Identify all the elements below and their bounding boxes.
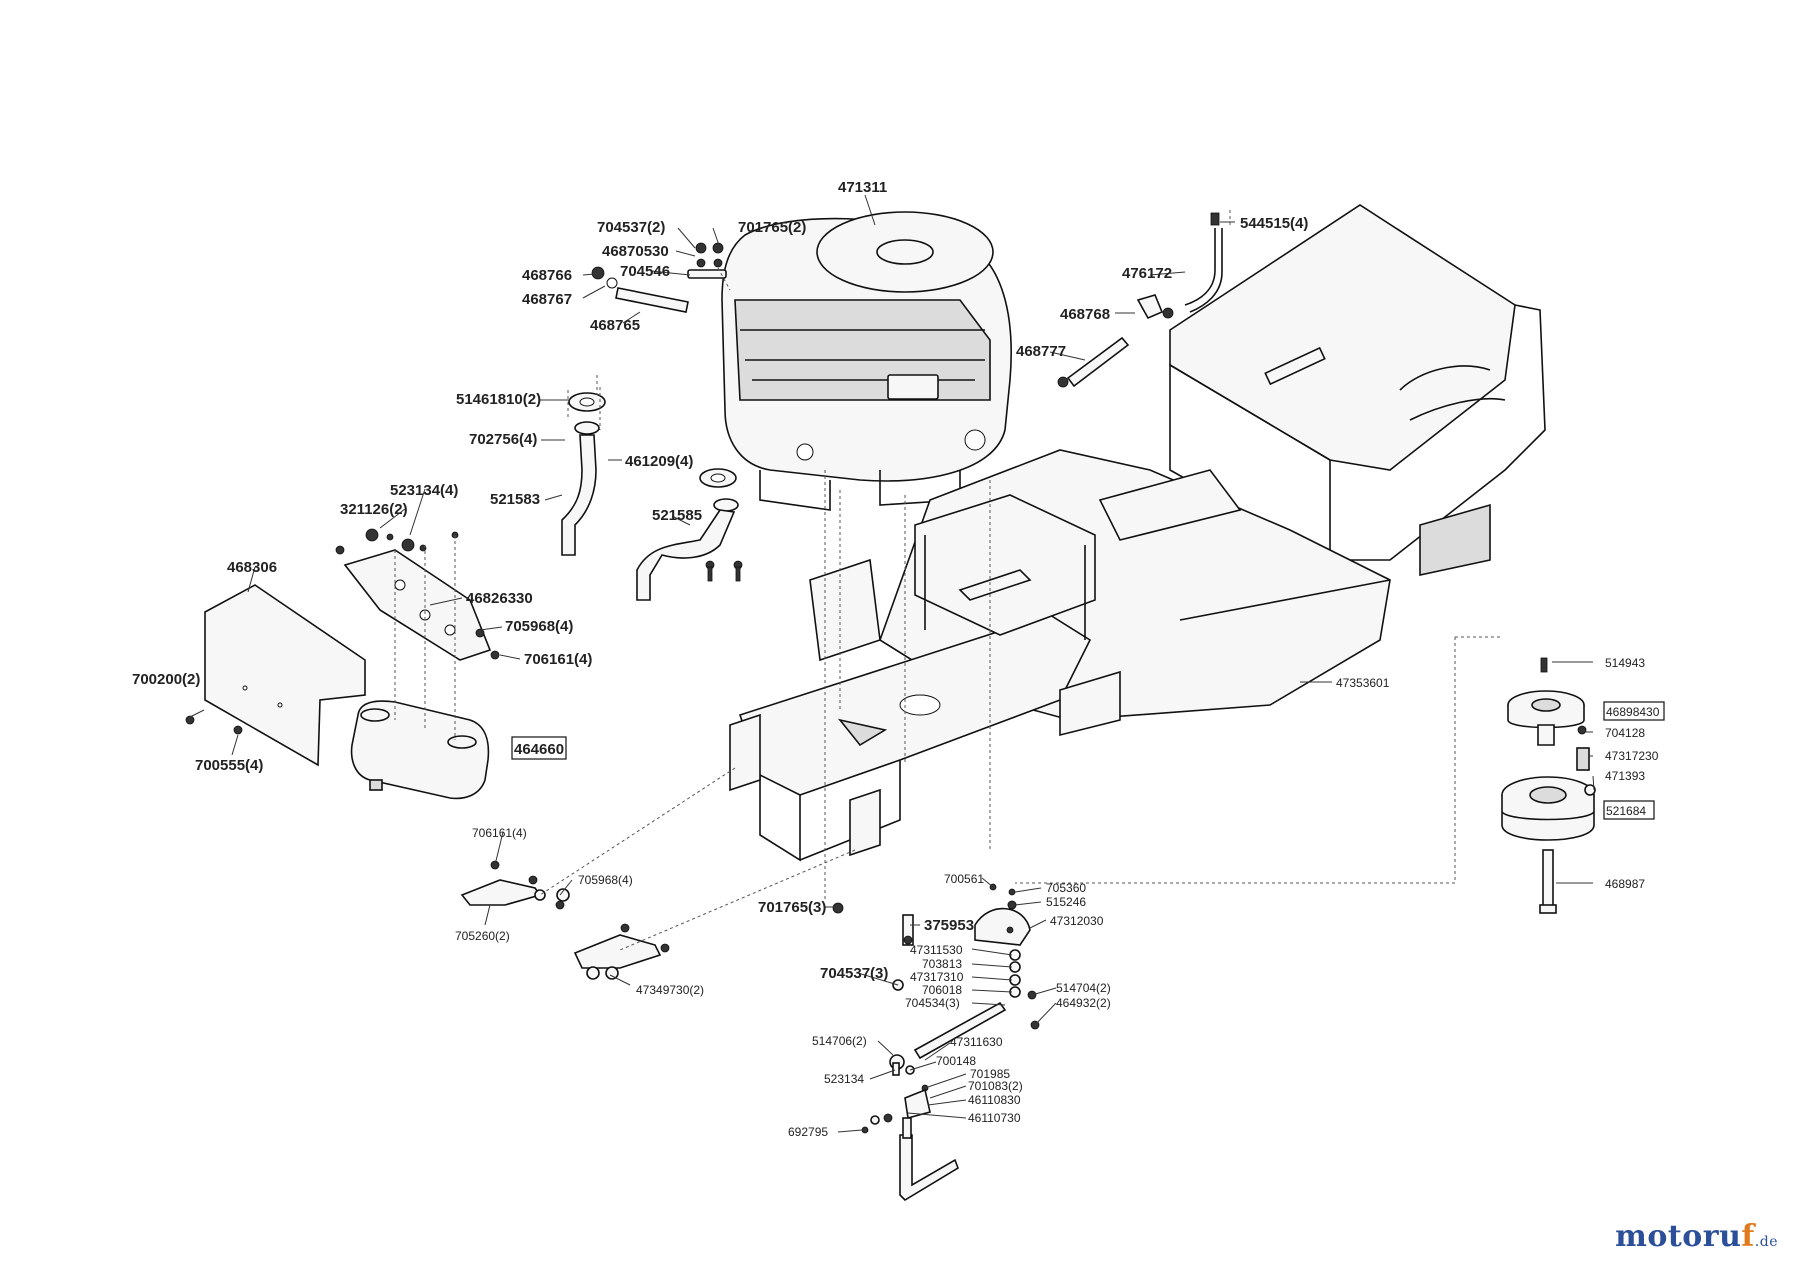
label-515246: 515246 xyxy=(1046,895,1086,909)
label-701985: 701985 xyxy=(970,1067,1010,1081)
label-523134: 523134 xyxy=(824,1072,864,1086)
heat-shield xyxy=(185,584,366,767)
label-47317310: 47317310 xyxy=(910,970,964,984)
label-468777: 468777 xyxy=(1016,343,1066,360)
clutch-icon xyxy=(1501,776,1596,914)
exhaust-pipes xyxy=(561,392,743,601)
fuel-line xyxy=(1057,212,1223,388)
label-700561: 700561 xyxy=(944,872,984,886)
label-544515-4: 544515(4) xyxy=(1240,215,1308,232)
label-468767: 468767 xyxy=(522,291,572,308)
pulley-icon xyxy=(1507,657,1590,771)
label-521585: 521585 xyxy=(652,507,702,524)
brand-suffix: .de xyxy=(1754,1234,1778,1250)
label-703813: 703813 xyxy=(922,957,962,971)
label-706161-4a: 706161(4) xyxy=(524,651,592,668)
label-704534-3: 704534(3) xyxy=(905,996,960,1010)
label-702756-4: 702756(4) xyxy=(469,431,537,448)
label-464660-box xyxy=(511,736,567,760)
label-464932-2: 464932(2) xyxy=(1056,996,1111,1010)
label-692795: 692795 xyxy=(788,1125,828,1139)
label-375953: 375953 xyxy=(924,917,974,934)
label-705968-4b: 705968(4) xyxy=(578,873,633,887)
engine-fasteners xyxy=(591,242,727,313)
label-706161-4b: 706161(4) xyxy=(472,826,527,840)
engine-icon xyxy=(721,211,1012,511)
muffler-bracket xyxy=(335,528,500,661)
label-47311630: 47311630 xyxy=(950,1035,1003,1049)
label-321126-2: 321126(2) xyxy=(340,501,408,518)
label-47311530: 47311530 xyxy=(910,943,963,957)
label-468765: 468765 xyxy=(590,317,640,334)
brand-logo[interactable]: motoruf.de xyxy=(1615,1219,1778,1254)
frame-icon xyxy=(729,204,1546,862)
brand-name-accent: f xyxy=(1741,1219,1755,1254)
label-704537-3: 704537(3) xyxy=(820,965,888,982)
label-514706-2: 514706(2) xyxy=(812,1034,867,1048)
label-706018: 706018 xyxy=(922,983,962,997)
label-47353601: 47353601 xyxy=(1336,676,1390,690)
label-46898430-box xyxy=(1603,701,1665,721)
dashed-leaders xyxy=(394,210,1500,951)
label-46826330: 46826330 xyxy=(466,590,533,607)
label-46110730: 46110730 xyxy=(968,1111,1021,1125)
label-476172: 476172 xyxy=(1122,265,1172,282)
label-523134-4: 523134(4) xyxy=(390,482,458,499)
label-51461810-2: 51461810(2) xyxy=(456,391,541,408)
label-46898430: 46898430 xyxy=(1606,705,1660,719)
label-468768: 468768 xyxy=(1060,306,1110,323)
label-700555-4: 700555(4) xyxy=(195,757,263,774)
label-46870530: 46870530 xyxy=(602,243,669,260)
leader-lines xyxy=(187,194,1595,1133)
label-468306: 468306 xyxy=(227,559,277,576)
label-471311: 471311 xyxy=(838,179,887,196)
label-46110830: 46110830 xyxy=(968,1093,1021,1107)
label-47349730-2: 47349730(2) xyxy=(636,983,704,997)
label-700148: 700148 xyxy=(936,1054,976,1068)
label-704546: 704546 xyxy=(620,263,670,280)
label-701083-2: 701083(2) xyxy=(968,1079,1023,1093)
label-514943: 514943 xyxy=(1605,656,1645,670)
label-468766: 468766 xyxy=(522,267,572,284)
label-514704-2: 514704(2) xyxy=(1056,981,1111,995)
muffler-icon xyxy=(350,700,490,800)
label-471393: 471393 xyxy=(1605,769,1645,783)
label-521684: 521684 xyxy=(1606,804,1646,818)
label-468987: 468987 xyxy=(1605,877,1645,891)
label-521684-box xyxy=(1603,800,1655,820)
label-47317230: 47317230 xyxy=(1605,749,1659,763)
label-701765-2: 701765(2) xyxy=(738,219,806,236)
front-brackets xyxy=(460,860,670,980)
label-464660: 464660 xyxy=(514,741,564,758)
label-704537-2: 704537(2) xyxy=(597,219,665,236)
part-labels: 471311 704537(2) 701765(2) 46870530 7045… xyxy=(132,179,1665,1139)
label-461209-4: 461209(4) xyxy=(625,453,693,470)
brand-name-main: motoru xyxy=(1615,1219,1742,1254)
label-700200-2: 700200(2) xyxy=(132,671,200,688)
label-47312030: 47312030 xyxy=(1050,914,1104,928)
label-701765-3: 701765(3) xyxy=(758,899,826,916)
label-705360: 705360 xyxy=(1046,881,1086,895)
label-521583: 521583 xyxy=(490,491,540,508)
label-705260-2: 705260(2) xyxy=(455,929,510,943)
label-704128: 704128 xyxy=(1605,726,1645,740)
label-705968-4a: 705968(4) xyxy=(505,618,573,635)
